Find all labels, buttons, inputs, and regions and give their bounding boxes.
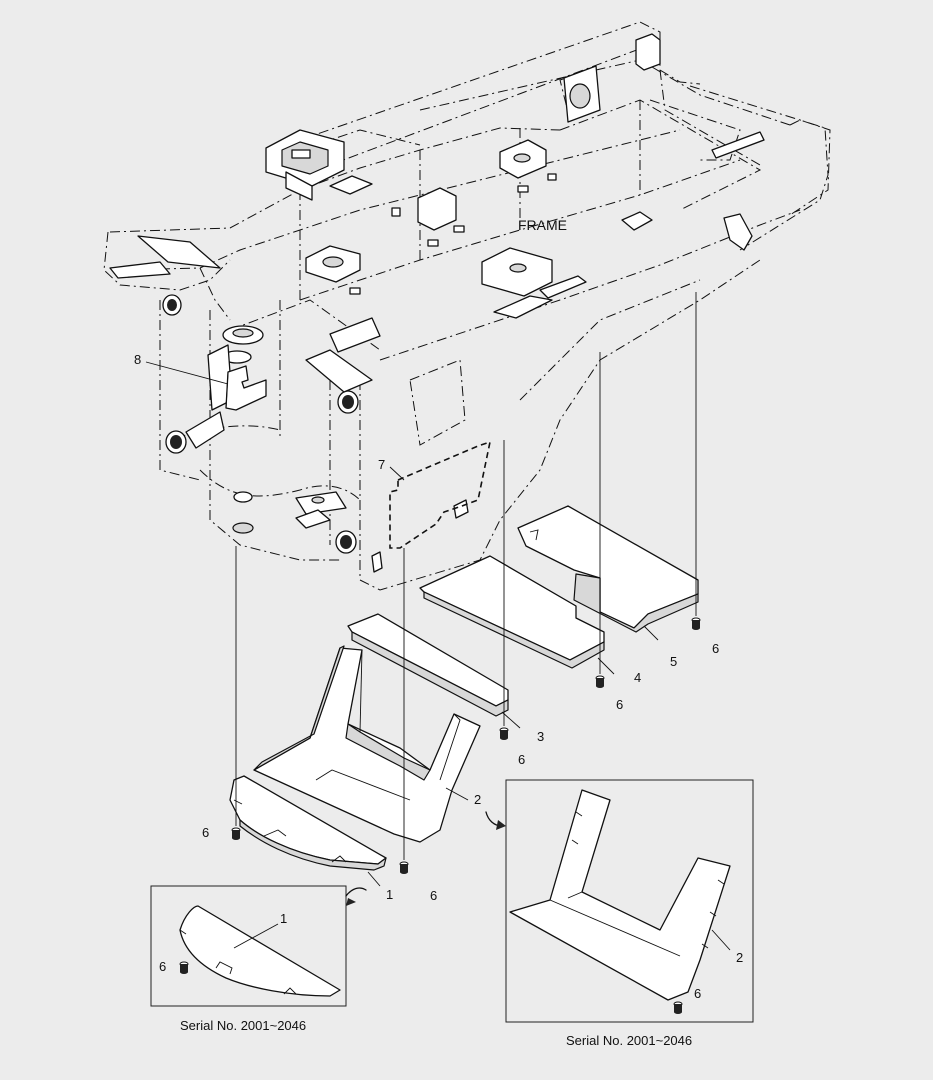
bolt-icon <box>231 827 241 840</box>
callout-6-inset-right: 6 <box>694 986 701 1001</box>
callout-1-inset: 1 <box>280 911 287 926</box>
inset-left-caption: Serial No. 2001~2046 <box>180 1018 306 1033</box>
inset-right-caption: Serial No. 2001~2046 <box>566 1033 692 1048</box>
callout-6a: 6 <box>712 641 719 656</box>
part-3-panel <box>347 613 521 729</box>
part-7-cover <box>389 440 492 549</box>
inset-left <box>150 885 367 1007</box>
inset-right <box>485 779 754 1023</box>
bolts <box>179 617 701 1014</box>
callout-4: 4 <box>634 670 641 685</box>
callout-2-inset: 2 <box>736 950 743 965</box>
callout-3: 3 <box>537 729 544 744</box>
callout-6-inset-left: 6 <box>159 959 166 974</box>
frame-label: FRAME <box>518 217 567 233</box>
callout-6b: 6 <box>616 697 623 712</box>
labels: FRAME 8 7 5 6 4 6 3 6 2 6 1 6 1 6 2 6 Se… <box>134 217 743 1048</box>
callout-1: 1 <box>386 887 393 902</box>
callout-6d: 6 <box>202 825 209 840</box>
callout-8: 8 <box>134 352 141 367</box>
callout-2: 2 <box>474 792 481 807</box>
alignment-lines <box>235 292 697 860</box>
bolt-icon <box>691 617 701 630</box>
callout-7: 7 <box>378 457 385 472</box>
bolt-icon <box>499 727 509 740</box>
part-8-bracket <box>145 361 267 411</box>
callout-5: 5 <box>670 654 677 669</box>
part-2-tray <box>253 645 481 843</box>
bolt-icon <box>399 861 409 874</box>
bolt-icon <box>595 675 605 688</box>
part-1-guard <box>229 775 387 887</box>
callout-6c: 6 <box>518 752 525 767</box>
callout-6e: 6 <box>430 888 437 903</box>
bolt-icon <box>673 1001 683 1014</box>
bolt-icon <box>179 961 189 974</box>
